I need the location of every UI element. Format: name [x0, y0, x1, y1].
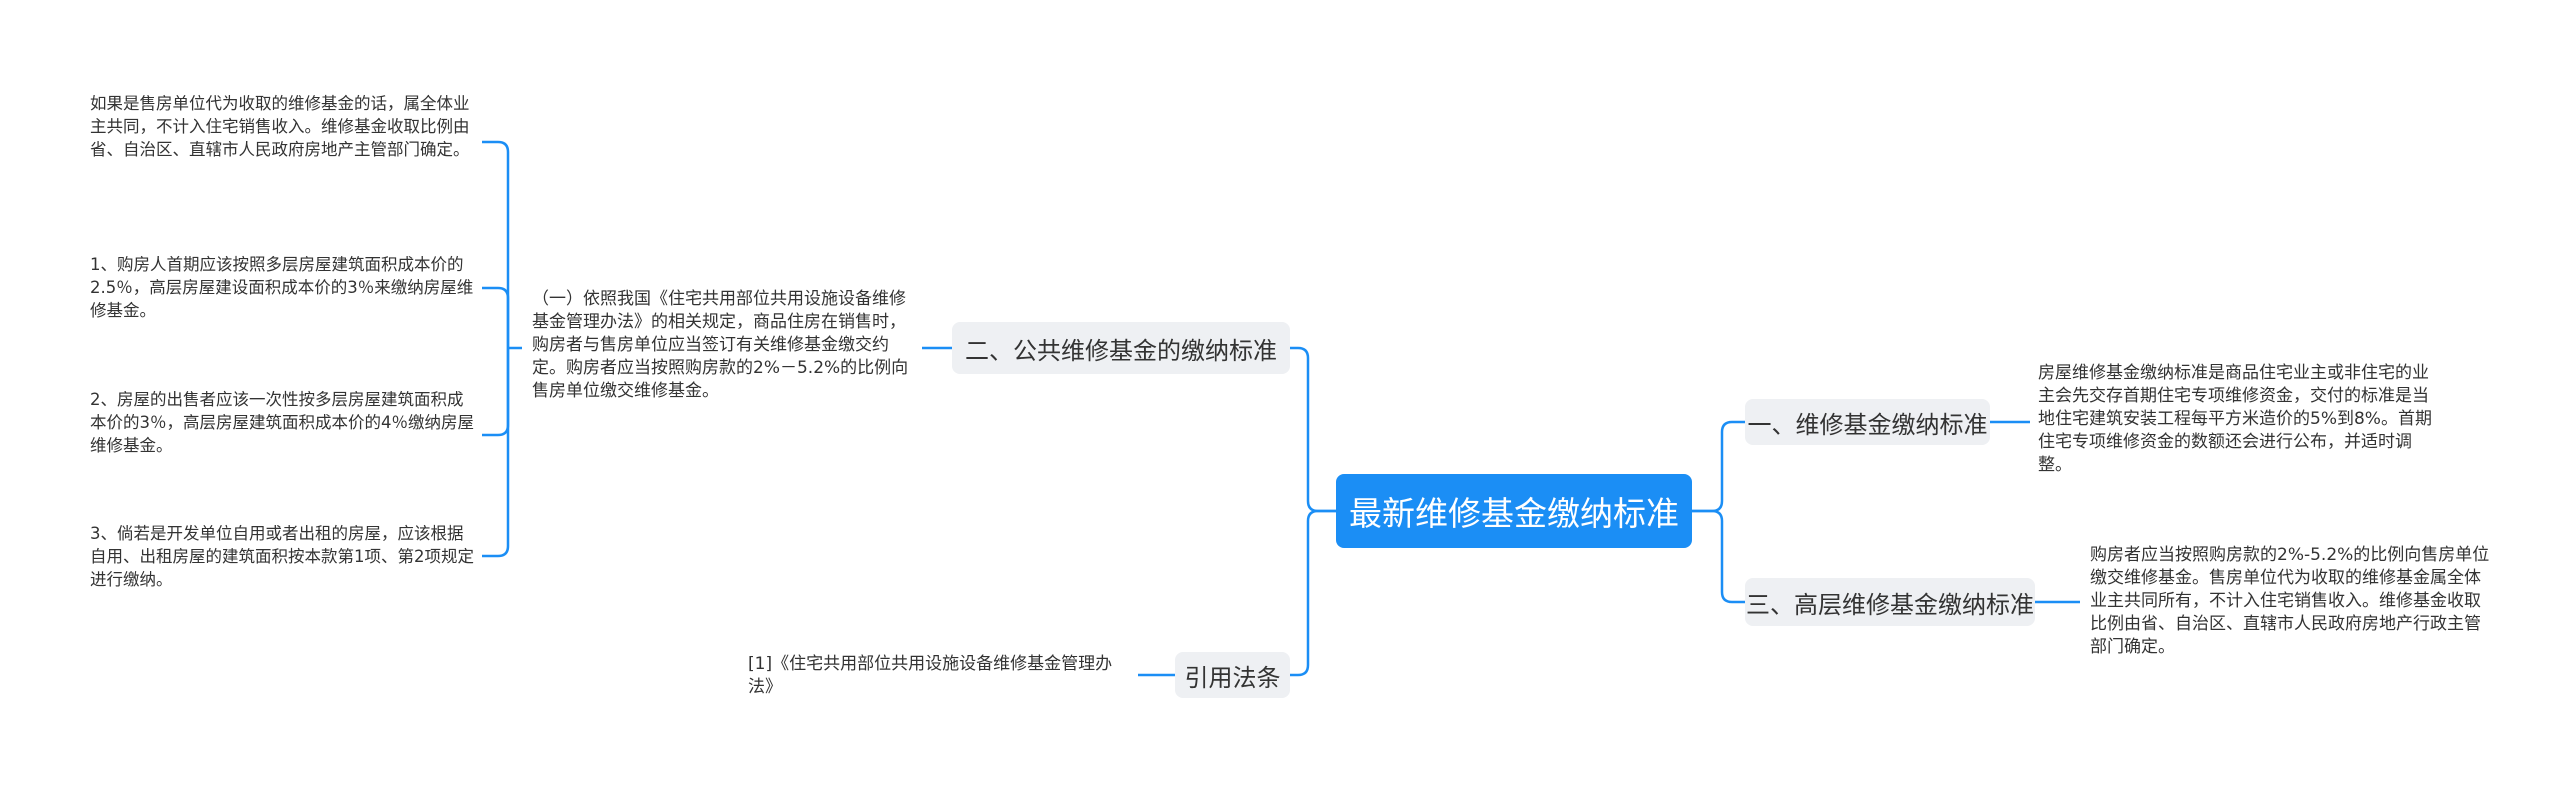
link-root-b1	[1692, 420, 1745, 513]
leaf-maintenance-fund-text[interactable]: 房屋维修基金缴纳标准是商品住宅业主或非住宅的业主会先交存首期住宅专项维修资金，交…	[2038, 363, 2432, 475]
branch-label: 一、维修基金缴纳标准	[1747, 410, 1988, 439]
branch-cited-law[interactable]: 引用法条	[1175, 652, 1290, 698]
link-root-b2	[1290, 346, 1336, 513]
leaf-public-fund-item[interactable]: 如果是售房单位代为收取的维修基金的话，属全体业主共同，不计入住宅销售收入。维修基…	[90, 94, 470, 159]
branch-public-fund-standard[interactable]: 二、公共维修基金的缴纳标准	[952, 322, 1290, 374]
branch-label: 三、高层维修基金缴纳标准	[1746, 590, 2034, 619]
leaf-public-fund-regulation[interactable]: （一）依照我国《住宅共用部位共用设施设备维修基金管理办法》的相关规定，商品住房在…	[532, 289, 909, 401]
link-item-3	[482, 348, 510, 558]
link-item-2	[482, 348, 510, 437]
leaf-cited-law-text[interactable]: [1]《住宅共用部位共用设施设备维修基金管理办法》	[748, 654, 1113, 697]
leaf-highrise-fund-text[interactable]: 购房者应当按照购房款的2%-5.2%的比例向售房单位缴交维修基金。售房单位代为收…	[2090, 545, 2490, 657]
link-item-1	[482, 286, 510, 348]
root-topic[interactable]: 最新维修基金缴纳标准	[1336, 474, 1692, 548]
link-item-0	[482, 140, 510, 348]
link-root-b3	[1692, 509, 1745, 604]
branch-maintenance-fund-standard[interactable]: 一、维修基金缴纳标准	[1745, 399, 1990, 445]
leaf-public-fund-item[interactable]: 3、倘若是开发单位自用或者出租的房屋，应该根据自用、出租房屋的建筑面积按本款第1…	[90, 524, 474, 589]
root-topic-label: 最新维修基金缴纳标准	[1349, 494, 1679, 533]
branch-label: 引用法条	[1184, 663, 1281, 692]
branch-label: 二、公共维修基金的缴纳标准	[965, 336, 1277, 365]
leaf-public-fund-item[interactable]: 2、房屋的出售者应该一次性按多层房屋建筑面积成本价的3％，高层房屋建筑面积成本价…	[90, 390, 474, 455]
leaf-public-fund-item[interactable]: 1、购房人首期应该按照多层房屋建筑面积成本价的2.5％，高层房屋建设面积成本价的…	[90, 255, 474, 320]
branch-highrise-fund-standard[interactable]: 三、高层维修基金缴纳标准	[1745, 578, 2035, 626]
link-root-b4	[1290, 509, 1336, 677]
